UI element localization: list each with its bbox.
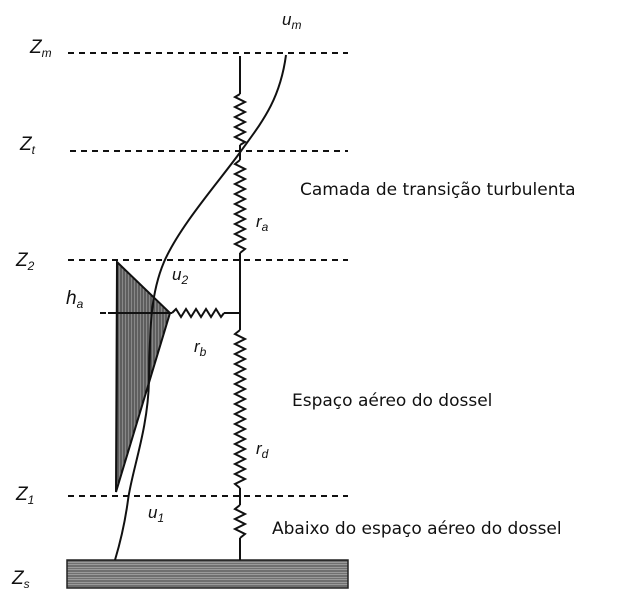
label-ha: ha — [66, 288, 84, 311]
ground-surface — [66, 559, 349, 589]
wind-profile-curve — [114, 54, 287, 561]
label-u1: u1 — [148, 503, 164, 525]
label-rb: rb — [194, 337, 207, 359]
label-rd: rd — [256, 439, 269, 461]
leaf-area-profile — [115, 259, 172, 493]
resistor-rb — [171, 307, 225, 319]
label-um: um — [282, 10, 301, 32]
label-u2: u2 — [172, 265, 188, 287]
label-z2: Z2 — [15, 250, 35, 273]
label-zt: Zt — [19, 134, 36, 157]
label-ra: ra — [256, 212, 269, 234]
resistor-soil — [232, 504, 248, 539]
resistor-rd — [232, 329, 248, 489]
label-zs: Zs — [11, 568, 30, 590]
resistor-upper — [232, 93, 248, 146]
zone-below-label: Abaixo do espaço aéreo do dossel — [272, 519, 562, 539]
zone-transition-label: Camada de transição turbulenta — [300, 180, 576, 200]
resistor-ra — [232, 159, 248, 254]
zone-canopy-label: Espaço aéreo do dossel — [292, 391, 492, 411]
label-z1: Z1 — [15, 484, 34, 507]
label-zm: Zm — [29, 37, 52, 60]
